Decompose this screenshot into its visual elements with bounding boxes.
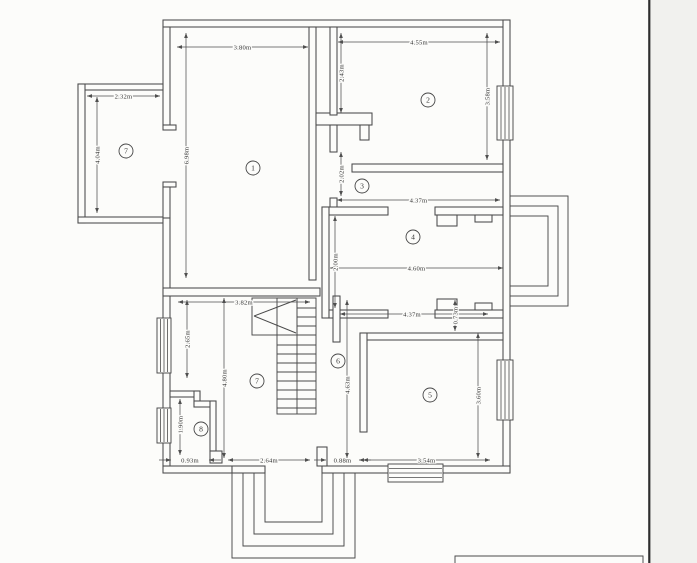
stair-direction-line <box>253 299 297 317</box>
wall-segment <box>351 163 504 173</box>
wall-segment <box>315 112 373 126</box>
wall-segment <box>162 19 511 28</box>
dim-room5-top-width: 4.37m <box>403 311 421 318</box>
room-labels: 7 1 2 3 4 5 6 7 <box>118 92 438 437</box>
dim-room4-width: 4.60m <box>408 265 426 272</box>
svg-text:3: 3 <box>360 182 364 191</box>
dim-stair-hall-width: 3.82m <box>235 299 253 306</box>
svg-text:1: 1 <box>251 164 255 173</box>
dim-room4-height: 2.00m <box>332 252 339 270</box>
dim-corridor-height: 2.02m <box>338 164 345 182</box>
dim-hall-height: 4.63m <box>344 375 351 393</box>
wall-segment <box>474 302 493 311</box>
room-label-4: 4 <box>405 229 421 245</box>
dim-room3-width: 4.37m <box>410 197 428 204</box>
svg-text:2: 2 <box>426 96 430 105</box>
wall-segment <box>316 446 328 467</box>
dim-room2-right-height: 3.58m <box>484 87 491 105</box>
dim-room8-bottom-width: 0.93m <box>181 457 199 464</box>
room-label-lower-7: 7 <box>249 373 265 389</box>
dim-wing-width: 2.32m <box>115 93 133 100</box>
svg-text:8: 8 <box>199 425 203 434</box>
wall-segment <box>359 332 504 341</box>
wall-segment <box>77 83 164 91</box>
dim-room5-top-offset: 0.73m <box>452 306 459 324</box>
svg-text:4: 4 <box>411 233 415 242</box>
room-label-2: 2 <box>420 92 436 108</box>
wall-segment <box>162 124 177 131</box>
wall-segment <box>434 206 504 216</box>
dim-room7-bottom-width: 2.64m <box>260 457 278 464</box>
staircase <box>251 297 317 415</box>
window-room2-east <box>496 85 514 141</box>
window-room7-west-upper <box>156 317 172 374</box>
wall-segment <box>359 124 370 141</box>
wall-segment <box>162 465 233 474</box>
wall-segment <box>321 206 330 319</box>
page-edge-line <box>648 0 651 563</box>
svg-text:5: 5 <box>428 391 432 400</box>
wall-segment <box>474 214 493 223</box>
dim-room7-wall-height: 2.65m <box>184 329 191 347</box>
dim-room2-left-height: 2.43m <box>338 63 345 81</box>
wall-segment <box>321 206 389 216</box>
page-edge-strip <box>650 0 697 563</box>
room-label-wing-7: 7 <box>118 143 134 159</box>
wall-segment <box>231 465 266 474</box>
stair-direction-line <box>253 315 297 334</box>
room-label-1: 1 <box>245 160 261 176</box>
dim-room1-height: 6.98m <box>183 146 190 164</box>
dim-room5-height: 3.60m <box>475 386 482 404</box>
window-room5-south <box>387 463 444 483</box>
wall-segment <box>329 26 338 116</box>
balcony-steps <box>509 195 569 307</box>
wall-segment <box>329 124 338 153</box>
wall-segment <box>162 287 321 297</box>
wall-segment <box>209 450 223 464</box>
walls <box>77 19 511 474</box>
window-room5-east <box>496 359 514 421</box>
room-label-3: 3 <box>354 178 370 194</box>
dim-wing-height: 4.04m <box>94 145 101 163</box>
svg-text:7: 7 <box>124 147 128 156</box>
room-label-6: 6 <box>330 353 346 369</box>
dimension-lines <box>87 33 503 462</box>
wall-segment <box>359 332 368 433</box>
wall-segment <box>162 181 177 188</box>
wall-segment <box>77 216 164 224</box>
wall-segment <box>436 298 458 311</box>
wall-segment <box>162 26 171 126</box>
svg-text:7: 7 <box>255 377 259 386</box>
dim-room2-top-width: 4.55m <box>410 39 428 46</box>
entrance-steps <box>231 473 356 559</box>
dim-room7-height: 4.80m <box>221 368 228 386</box>
window-room8-west <box>156 407 172 444</box>
dim-room5-bottom-width: 3.54m <box>418 457 436 464</box>
wall-segment <box>162 186 171 219</box>
svg-text:6: 6 <box>336 357 340 366</box>
dim-hall-bottom-width: 0.88m <box>334 457 352 464</box>
dim-room8-height: 1.90m <box>177 415 184 433</box>
adjacent-figure-corner <box>454 555 644 563</box>
wall-segment <box>308 26 317 281</box>
wall-segment <box>77 83 86 224</box>
wall-segment <box>436 214 458 227</box>
scan-artifacts <box>454 0 697 563</box>
wall-segment <box>209 400 217 452</box>
room-label-8: 8 <box>193 421 209 437</box>
dim-room1-top-width: 3.80m <box>234 44 252 51</box>
wall-segment <box>332 295 341 343</box>
windows <box>156 85 514 483</box>
room-label-5: 5 <box>422 387 438 403</box>
dimension-labels: 3.80m 4.55m 2.32m 4.37m 4.60m 4.37m 3.82… <box>93 38 493 466</box>
